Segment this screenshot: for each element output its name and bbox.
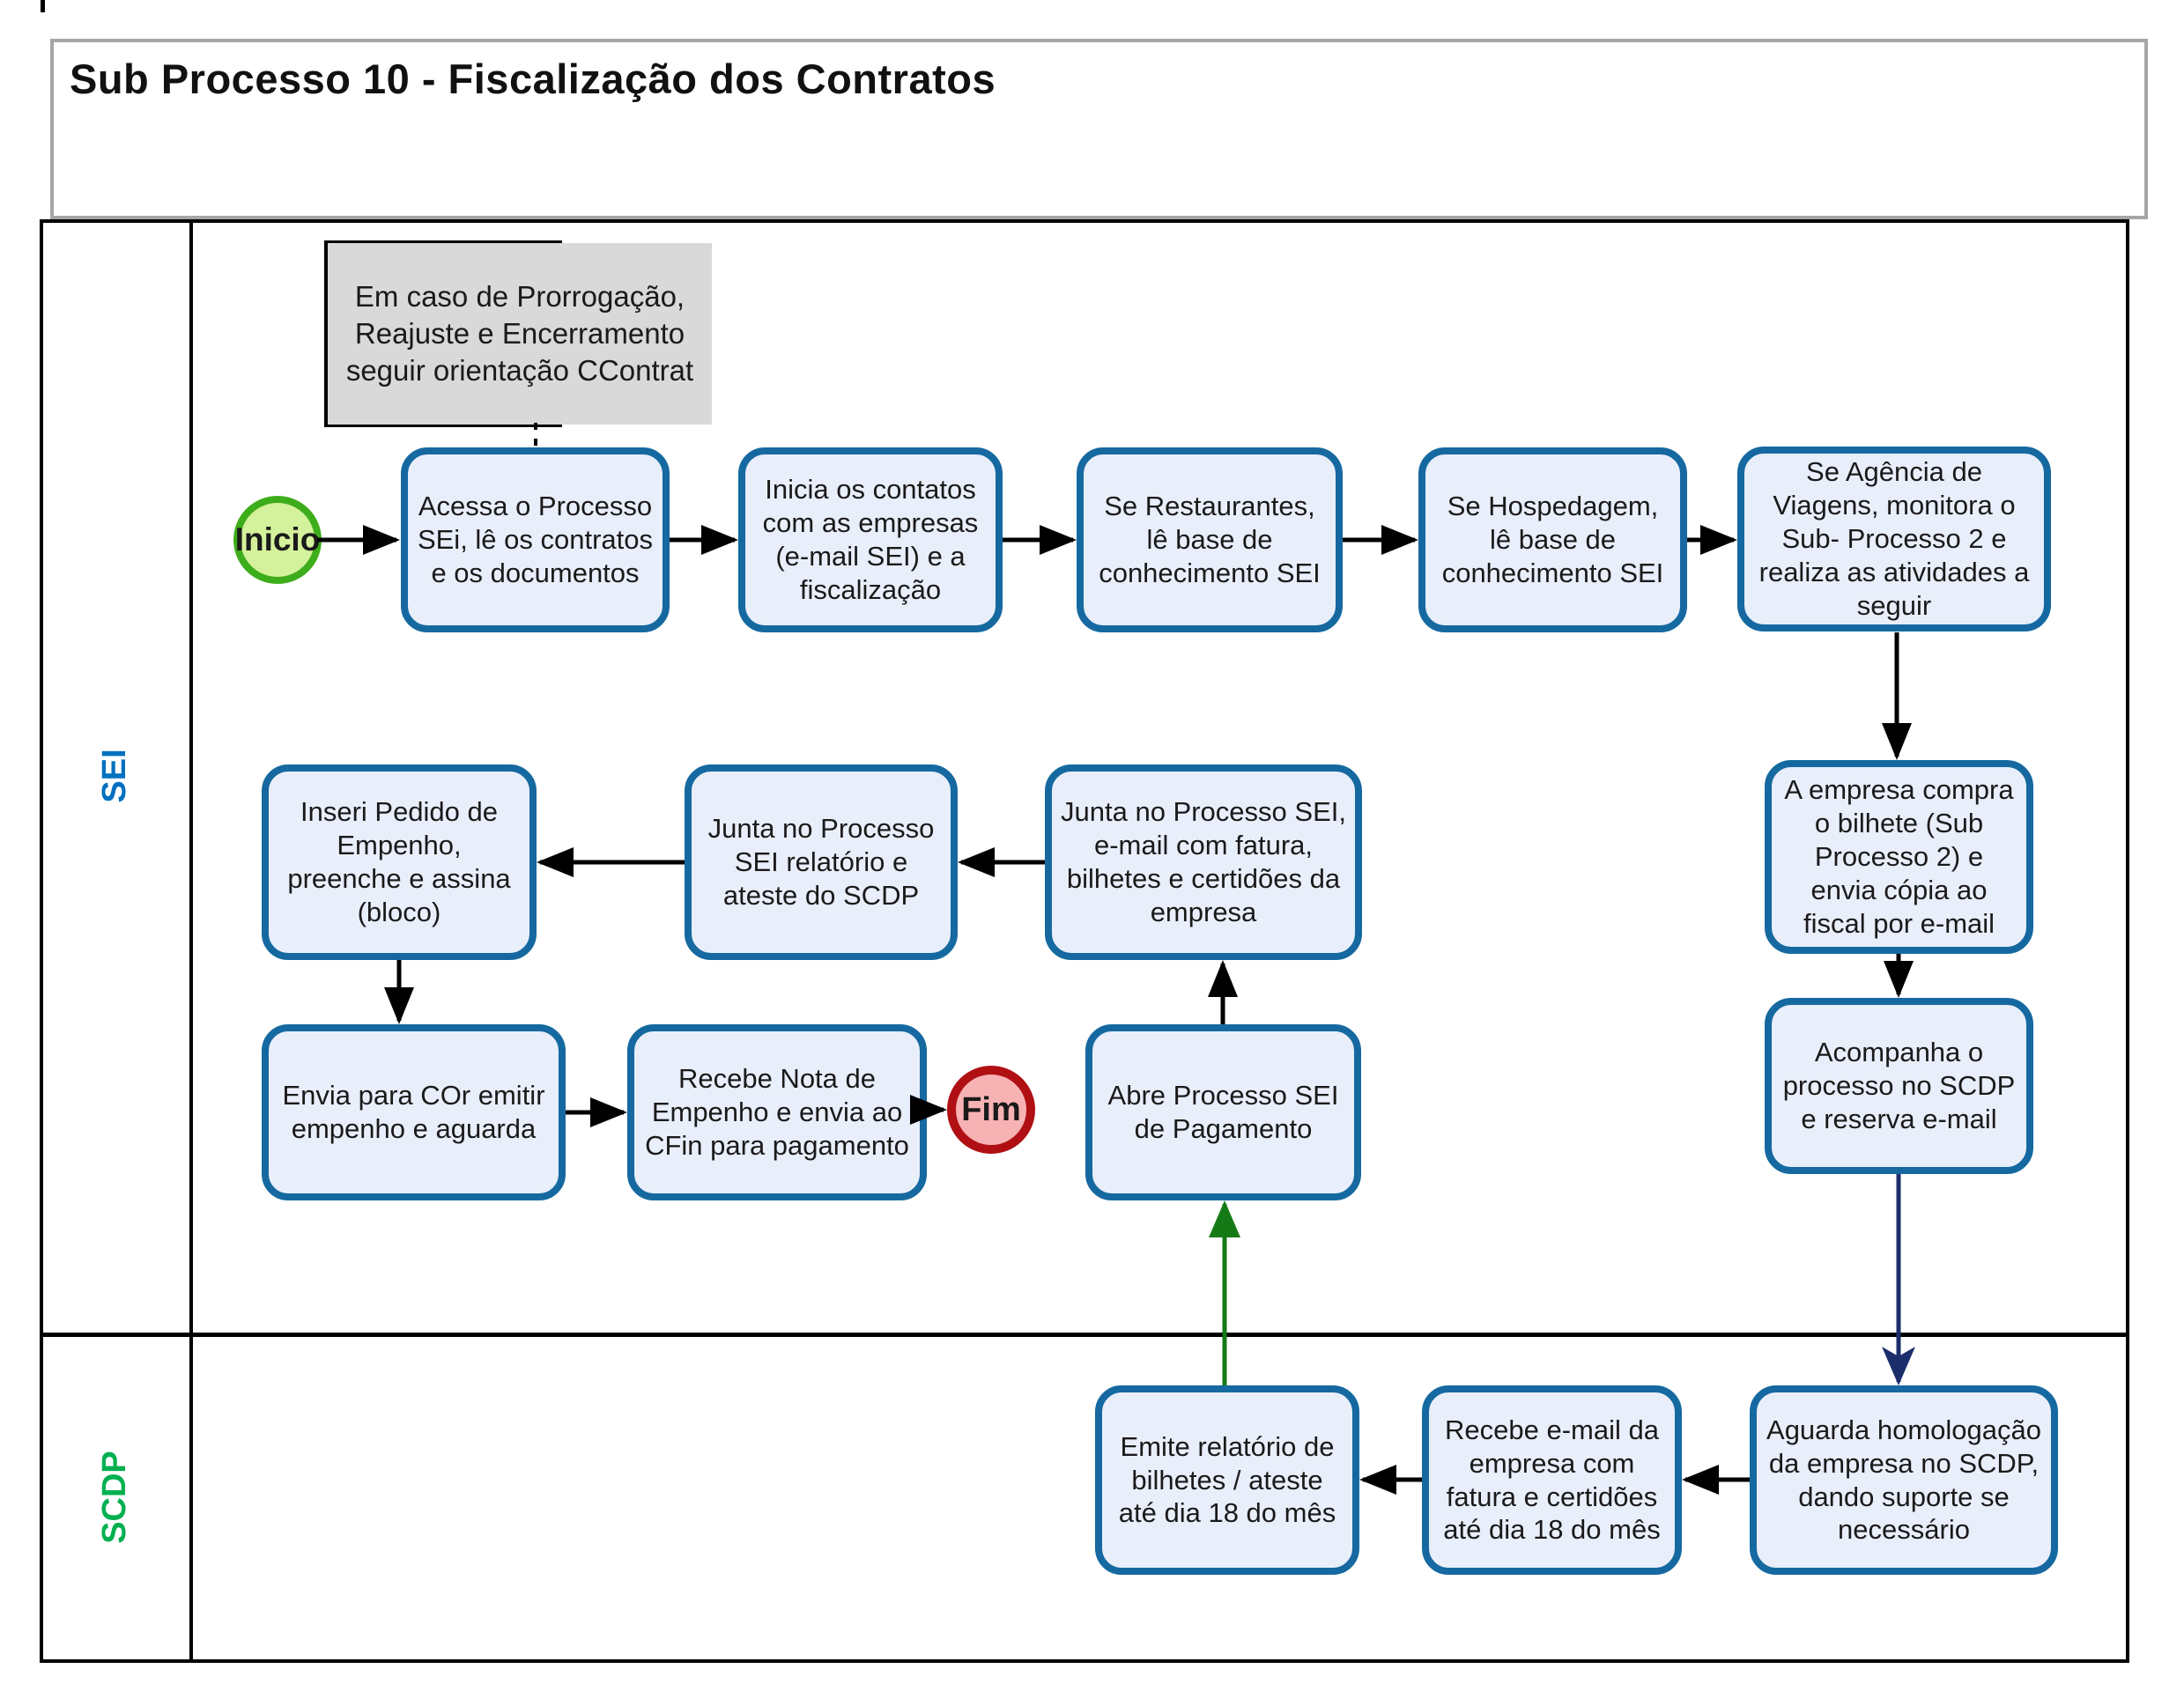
task-envia-cor-empenho: Envia para COr emitir empenho e aguarda [262, 1024, 566, 1200]
diagram-title-box: Sub Processo 10 - Fiscalização dos Contr… [50, 39, 2148, 219]
lane-label-divider [189, 219, 193, 1663]
task-empresa-compra-bilhete: A empresa compra o bilhete (Sub Processo… [1765, 760, 2033, 954]
end-event: Fim [947, 1066, 1035, 1154]
task-junta-relatorio-ateste: Junta no Processo SEI relatório e ateste… [685, 764, 958, 960]
task-inicia-contatos: Inicia os contatos com as empresas (e-ma… [738, 447, 1003, 632]
annotation-note: Em caso de Prorrogação, Reajuste e Encer… [324, 240, 712, 427]
lane-label-sei: SEI [95, 749, 133, 803]
lane-boundary [40, 1333, 2129, 1337]
task-se-restaurantes: Se Restaurantes, lê base de conhecimento… [1077, 447, 1343, 632]
task-se-agencia-viagens: Se Agência de Viagens, monitora o Sub- P… [1737, 447, 2051, 631]
task-acessa-processo-sei: Acessa o Processo SEi, lê os contratos e… [401, 447, 670, 632]
task-recebe-nota-empenho: Recebe Nota de Empenho e envia ao CFin p… [627, 1024, 927, 1200]
start-event: Inicio [233, 496, 322, 584]
task-junta-fatura-bilhetes: Junta no Processo SEI, e-mail com fatura… [1045, 764, 1362, 960]
task-aguarda-homologacao: Aguarda homologação da empresa no SCDP, … [1750, 1385, 2058, 1575]
frame-tick [41, 0, 45, 12]
task-emite-relatorio-bilhetes: Emite relatório de bilhetes / ateste até… [1095, 1385, 1359, 1575]
task-inseri-pedido-empenho: Inseri Pedido de Empenho, preenche e ass… [262, 764, 537, 960]
task-abre-processo-pagamento: Abre Processo SEI de Pagamento [1085, 1024, 1361, 1200]
task-recebe-email-fatura: Recebe e-mail da empresa com fatura e ce… [1422, 1385, 1682, 1575]
task-se-hospedagem: Se Hospedagem, lê base de conhecimento S… [1418, 447, 1687, 632]
lane-label-scdp: SCDP [95, 1451, 133, 1544]
task-acompanha-scdp: Acompanha o processo no SCDP e reserva e… [1765, 998, 2033, 1174]
page-title: Sub Processo 10 - Fiscalização dos Contr… [70, 55, 996, 102]
